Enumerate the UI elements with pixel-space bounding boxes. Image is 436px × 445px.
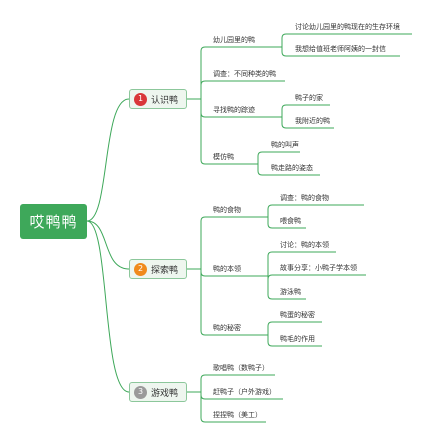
node-3-2[interactable]: 赶鸭子（户外游戏） — [213, 388, 276, 396]
root-topic-label: 哎鸭鸭 — [29, 213, 78, 231]
node-1-1-2[interactable]: 我想给值班老师阿姨的一封信 — [295, 45, 386, 53]
node-1-1-1[interactable]: 讨论幼儿园里的鸭现在的生存环境 — [295, 23, 400, 31]
link-node-2-2-3 — [248, 275, 306, 300]
node-2-3-1[interactable]: 鸭蛋的秘密 — [280, 311, 315, 319]
branch-1-label: 认识鸭 — [151, 95, 179, 106]
link-branch-3-3 — [187, 391, 266, 423]
branch-1[interactable]: 1 认识鸭 — [129, 89, 187, 109]
link-branch-1-1 — [187, 46, 262, 100]
node-2-1[interactable]: 鸭的食物 — [213, 206, 241, 214]
link-branch-1-4 — [187, 98, 240, 165]
branch-3[interactable]: 3 游戏鸭 — [129, 382, 187, 402]
node-1-4-1[interactable]: 鸭的叫声 — [271, 141, 299, 149]
link-branch-3-1 — [187, 374, 275, 393]
node-1-3-1[interactable]: 鸭子的家 — [295, 94, 323, 102]
branch-2-label: 探索鸭 — [151, 265, 179, 276]
link-node-2-3-1 — [248, 321, 322, 336]
node-3-3[interactable]: 捏捏鸭（美工） — [213, 411, 262, 419]
link-root-branch-3 — [86, 220, 130, 393]
node-2-2-3[interactable]: 游泳鸭 — [280, 288, 301, 296]
node-1-4[interactable]: 模仿鸭 — [213, 153, 234, 161]
branch-3-label: 游戏鸭 — [151, 388, 179, 399]
branch-3-number-badge: 3 — [134, 385, 147, 399]
node-1-2[interactable]: 调查：不同种类的鸭 — [213, 70, 276, 78]
root-topic[interactable]: 哎鸭鸭 — [20, 204, 87, 239]
branch-2[interactable]: 2 探索鸭 — [129, 259, 187, 279]
link-node-2-3-2 — [248, 334, 322, 347]
node-2-2[interactable]: 鸭的本领 — [213, 265, 241, 273]
link-root-branch-2 — [86, 220, 130, 270]
link-branch-2-1 — [187, 216, 248, 270]
node-3-1[interactable]: 歌唱鸭（数鸭子） — [213, 364, 269, 372]
branch-1-number-badge: 1 — [134, 92, 147, 106]
node-2-2-1[interactable]: 讨论：鸭的本领 — [280, 241, 329, 249]
node-2-3-2[interactable]: 鸭毛的作用 — [280, 335, 315, 343]
link-node-1-1-1 — [262, 33, 412, 48]
node-2-3[interactable]: 鸭的秘密 — [213, 324, 241, 332]
branch-2-number-badge: 2 — [134, 262, 147, 276]
link-branch-1-2 — [187, 80, 285, 100]
node-2-2-2[interactable]: 故事分享：小鸭子学本领 — [280, 264, 357, 272]
node-1-3-2[interactable]: 我附近的鸭 — [295, 117, 330, 125]
node-2-1-1[interactable]: 调查：鸭的食物 — [280, 194, 329, 202]
node-1-4-2[interactable]: 鸭走路的姿态 — [271, 164, 313, 172]
link-node-1-1-2 — [262, 46, 400, 57]
node-1-3[interactable]: 寻找鸭的踪迹 — [213, 106, 255, 114]
link-node-2-1-2 — [248, 216, 306, 229]
link-node-1-3-1 — [262, 104, 330, 118]
link-node-1-4-1 — [240, 151, 300, 165]
link-root-branch-1 — [86, 98, 130, 222]
node-2-1-2[interactable]: 喂食鸭 — [280, 217, 301, 225]
node-1-1[interactable]: 幼儿园里的鸭 — [213, 36, 255, 44]
link-node-1-3-2 — [262, 116, 334, 129]
link-branch-2-3 — [187, 268, 248, 336]
link-node-2-2-1 — [248, 251, 336, 277]
link-node-2-1-1 — [248, 204, 364, 218]
link-node-1-4-2 — [240, 163, 320, 176]
